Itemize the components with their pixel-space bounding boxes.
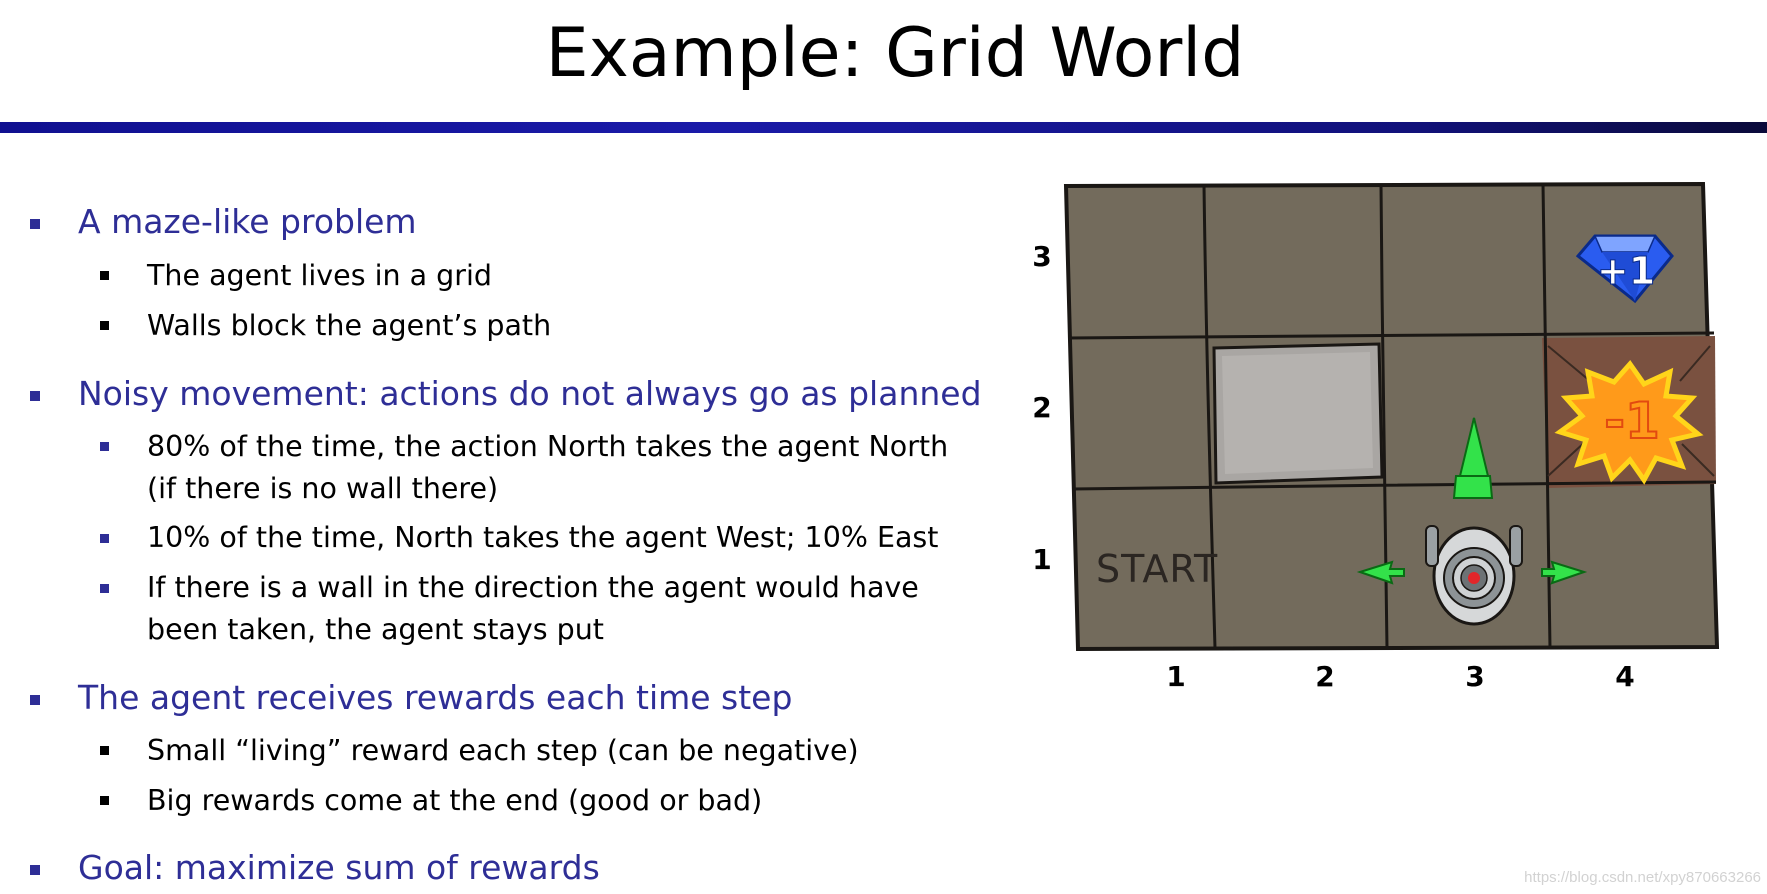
bullet-noisy-movement: Noisy movement: actions do not always go… — [78, 374, 982, 413]
row-label-3: 3 — [1032, 240, 1051, 273]
sub-bullet-wall-stays-cont: been taken, the agent stays put — [147, 613, 604, 646]
robot-agent-icon — [1425, 525, 1523, 626]
negative-reward-fire: -1 — [1554, 359, 1704, 485]
sub-bullet-marker — [100, 584, 109, 593]
row-label-1: 1 — [1032, 543, 1051, 576]
column-label-3: 3 — [1465, 660, 1484, 693]
bullet-marker — [30, 391, 40, 401]
grid-world-figure: +1 -1 START 3 2 1 1 2 3 4 — [1030, 176, 1730, 706]
positive-reward-gem: +1 — [1575, 234, 1674, 304]
bullet-marker — [30, 865, 40, 875]
watermark: https://blog.csdn.net/xpy870663266 — [1524, 869, 1761, 886]
grid-line-h1 — [1067, 331, 1715, 340]
sub-bullet-big-rewards: Big rewards come at the end (good or bad… — [147, 784, 763, 817]
row-label-2: 2 — [1032, 391, 1051, 424]
column-label-1: 1 — [1166, 660, 1185, 693]
arrow-north-tip — [1458, 417, 1490, 477]
sub-bullet-marker — [100, 442, 109, 451]
bullet-marker — [30, 219, 40, 229]
sub-bullet-marker — [100, 534, 109, 543]
sub-bullet-wall-stays: If there is a wall in the direction the … — [147, 571, 919, 604]
bullet-maze-problem: A maze-like problem — [78, 202, 417, 241]
bullet-marker — [30, 695, 40, 705]
column-label-2: 2 — [1315, 660, 1334, 693]
grid-floor — [1063, 181, 1720, 652]
sub-bullet-walls: Walls block the agent’s path — [147, 309, 552, 342]
sub-bullet-north-80: 80% of the time, the action North takes … — [147, 430, 949, 463]
bullet-list: A maze-like problem The agent lives in a… — [30, 202, 982, 887]
arrow-west-icon — [1356, 560, 1405, 585]
sub-bullet-north-80-cont: (if there is no wall there) — [147, 472, 499, 505]
sub-bullet-marker — [100, 321, 109, 330]
negative-reward-label: -1 — [1604, 392, 1660, 450]
arrow-east-icon — [1541, 560, 1588, 585]
sub-bullet-marker — [100, 746, 109, 755]
start-label: START — [1096, 547, 1218, 591]
bullet-goal: Goal: maximize sum of rewards — [78, 848, 600, 887]
grid-line-h2 — [1071, 480, 1717, 491]
grid-line-v3 — [1541, 183, 1552, 649]
slide-title: Example: Grid World — [545, 14, 1245, 93]
sub-bullet-west-east: 10% of the time, North takes the agent W… — [147, 521, 939, 554]
grid-wall-block-highlight — [1222, 352, 1373, 474]
column-label-4: 4 — [1615, 660, 1634, 693]
sub-bullet-marker — [100, 271, 109, 280]
sub-bullet-living-reward: Small “living” reward each step (can be … — [147, 734, 859, 767]
title-divider — [0, 122, 1767, 133]
sub-bullet-marker — [100, 796, 109, 805]
grid-line-v1 — [1202, 184, 1217, 649]
sub-bullet-agent-grid: The agent lives in a grid — [147, 259, 492, 292]
positive-reward-label: +1 — [1597, 249, 1655, 293]
grid-crack — [1547, 345, 1715, 477]
bullet-rewards: The agent receives rewards each time ste… — [78, 678, 793, 717]
